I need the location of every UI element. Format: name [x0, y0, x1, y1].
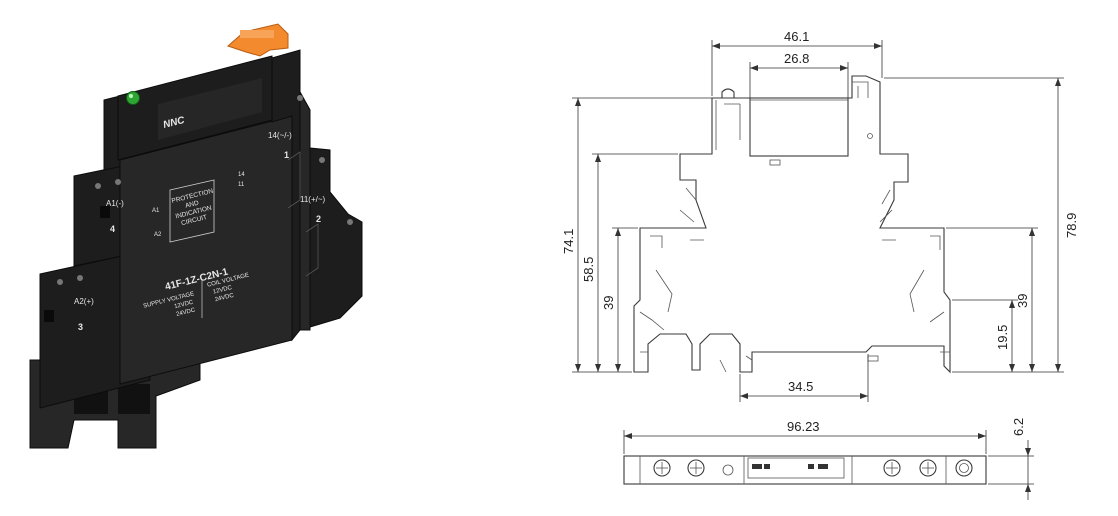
led-icon	[126, 91, 140, 105]
screw-icon	[57, 279, 63, 285]
relay-photo: NNC 14(~/-) 1 11(+/~) 2 A1(-) 4 A2(+) 3 …	[29, 23, 363, 449]
supply-voltage-v2: 24VDC	[176, 307, 197, 318]
circuit-pin-a2: A2	[154, 232, 162, 238]
screw-icon	[95, 183, 101, 189]
terminal-11-label: 11(+/~)	[300, 195, 326, 204]
supply-voltage-v1: 12VDC	[174, 300, 195, 311]
hole-icon	[955, 459, 973, 477]
dim-bottom-length: 96.23	[787, 419, 820, 434]
dim-left-height-total: 74.1	[561, 229, 576, 254]
terminal-a2-label: A2(+)	[74, 297, 94, 306]
screw-icon	[77, 275, 83, 281]
dim-left-height-mid: 58.5	[581, 257, 596, 282]
terminal-a1-label: A1(-)	[106, 199, 124, 208]
terminal-14-label: 14(~/-)	[268, 131, 292, 140]
dimension-drawing: 46.1 26.8 74.1 58.5 39 78.9	[561, 29, 1079, 500]
relay-bottom-view	[623, 455, 987, 485]
screw-icon	[115, 179, 121, 185]
terminal-4-label: 4	[110, 224, 115, 234]
screw-icon	[653, 459, 671, 477]
coil-voltage-v2: 24VDC	[214, 293, 235, 304]
dim-inner-width: 26.8	[784, 51, 809, 66]
dim-right-height-total: 78.9	[1064, 213, 1079, 238]
relay-side-outline	[633, 75, 951, 374]
circuit-pin-a1: A1	[152, 208, 160, 214]
screw-icon	[347, 219, 353, 225]
dim-left-height-low: 39	[601, 296, 616, 310]
screw-icon	[319, 157, 325, 163]
circuit-pin-14: 14	[238, 172, 245, 178]
coil-voltage-v1: 12VDC	[212, 285, 233, 296]
screw-icon	[919, 459, 937, 477]
dim-right-height-mid: 39	[1015, 294, 1030, 308]
dim-top-width: 46.1	[784, 29, 809, 44]
dim-bottom-thickness: 6.2	[1011, 418, 1026, 436]
dim-base-width: 34.5	[788, 379, 813, 394]
brand-logo: NNC	[162, 115, 186, 131]
circuit-line2: AND	[184, 200, 199, 210]
screw-icon	[883, 459, 901, 477]
circuit-pin-11: 11	[238, 182, 245, 188]
terminal-1-label: 1	[284, 150, 289, 160]
led-icon	[722, 464, 734, 476]
terminal-3-label: 3	[78, 322, 83, 332]
screw-icon	[297, 95, 303, 101]
screw-icon	[687, 459, 705, 477]
terminal-2-label: 2	[316, 214, 321, 224]
dim-right-height-low: 19.5	[995, 325, 1010, 350]
relay-module	[749, 97, 849, 157]
